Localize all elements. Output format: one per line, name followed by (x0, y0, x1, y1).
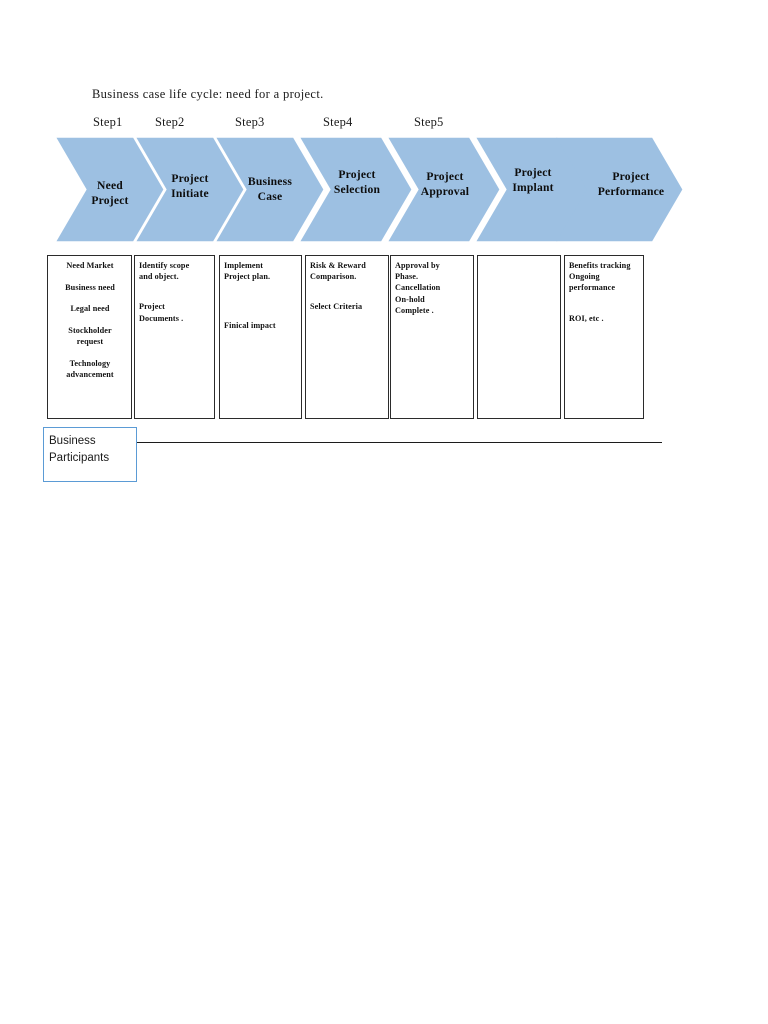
chevron-label-line1: Project (338, 168, 376, 181)
detail-line: On-hold (395, 294, 425, 304)
detail-spacer (224, 301, 298, 320)
detail-line: Finical impact (224, 321, 276, 331)
chevron-need-project[interactable] (56, 137, 164, 242)
chevron-label-line2: Approval (420, 185, 470, 198)
detail-line: Select Criteria (310, 302, 363, 312)
chevron-label-line2: Implant (512, 181, 554, 194)
detail-line: Implement Project plan. (224, 261, 271, 282)
chevron-project-selection[interactable] (300, 137, 412, 242)
step-label-1: Step1 (93, 115, 123, 129)
business-participants-box[interactable]: Business Participants (43, 427, 137, 482)
detail-line: Identify scope and object. (139, 261, 190, 282)
detail-spacer (569, 294, 640, 313)
detail-line: Ongoing performance (569, 272, 616, 293)
detail-line: Stockholder request (68, 326, 112, 347)
detail-line: Technology advancement (66, 359, 114, 380)
detail-line: Complete . (395, 305, 434, 315)
chevron-label-line1: Project (171, 172, 209, 185)
detail-line: Approval by Phase. (395, 261, 440, 282)
chevron-project-performance[interactable] (556, 137, 683, 242)
step-label-2: Step2 (155, 115, 185, 129)
chevron-label-line1: Project (514, 166, 552, 179)
chevron-label-line1: Project (612, 170, 650, 183)
chevron-label-line2: Selection (333, 183, 381, 196)
step-label-3: Step3 (235, 115, 265, 129)
chevron-svg (56, 137, 683, 242)
detail-line: Cancellation (395, 283, 441, 293)
detail-spacer (139, 282, 211, 301)
chevron-project-initiate[interactable] (136, 137, 244, 242)
detail-box-project-initiate[interactable]: Identify scope and object. Project Docume… (134, 255, 215, 419)
detail-line: Need Market (66, 261, 114, 270)
chevron-project-approval[interactable] (388, 137, 500, 242)
step-label-4: Step4 (323, 115, 353, 129)
detail-line: Business need (65, 282, 115, 292)
business-participants-label: Business Participants (49, 435, 110, 464)
step-label-5: Step5 (414, 115, 444, 129)
detail-box-project-implant[interactable] (477, 255, 561, 419)
detail-line: Risk & Reward Comparison. (310, 261, 366, 282)
chevron-label-line2: Project (91, 194, 129, 207)
detail-box-project-selection[interactable]: Risk & Reward Comparison. Select Criteria (305, 255, 389, 419)
chevron-label-line1: Need (97, 179, 123, 192)
detail-line: Project Documents . (139, 302, 184, 323)
chevron-label-line2: Initiate (171, 187, 209, 200)
detail-spacer (224, 282, 298, 301)
step-label-row: Step1 Step2 Step3 Step4 Step5 (0, 115, 768, 133)
detail-line: Legal need (70, 304, 110, 314)
detail-line: Benefits tracking (569, 261, 631, 270)
detail-box-business-case[interactable]: Implement Project plan. Finical impact (219, 255, 302, 419)
participants-baseline-rule (137, 442, 662, 443)
chevron-label-line1: Business (247, 175, 293, 188)
chevron-label-line2: Performance (597, 185, 665, 198)
detail-spacer (310, 282, 385, 301)
chevron-business-case[interactable] (216, 137, 324, 242)
chevron-label-line1: Project (426, 170, 464, 183)
page-title: Business case life cycle: need for a pro… (92, 87, 324, 101)
detail-line: ROI, etc . (569, 313, 604, 323)
chevron-label-line2: Case (257, 190, 283, 203)
